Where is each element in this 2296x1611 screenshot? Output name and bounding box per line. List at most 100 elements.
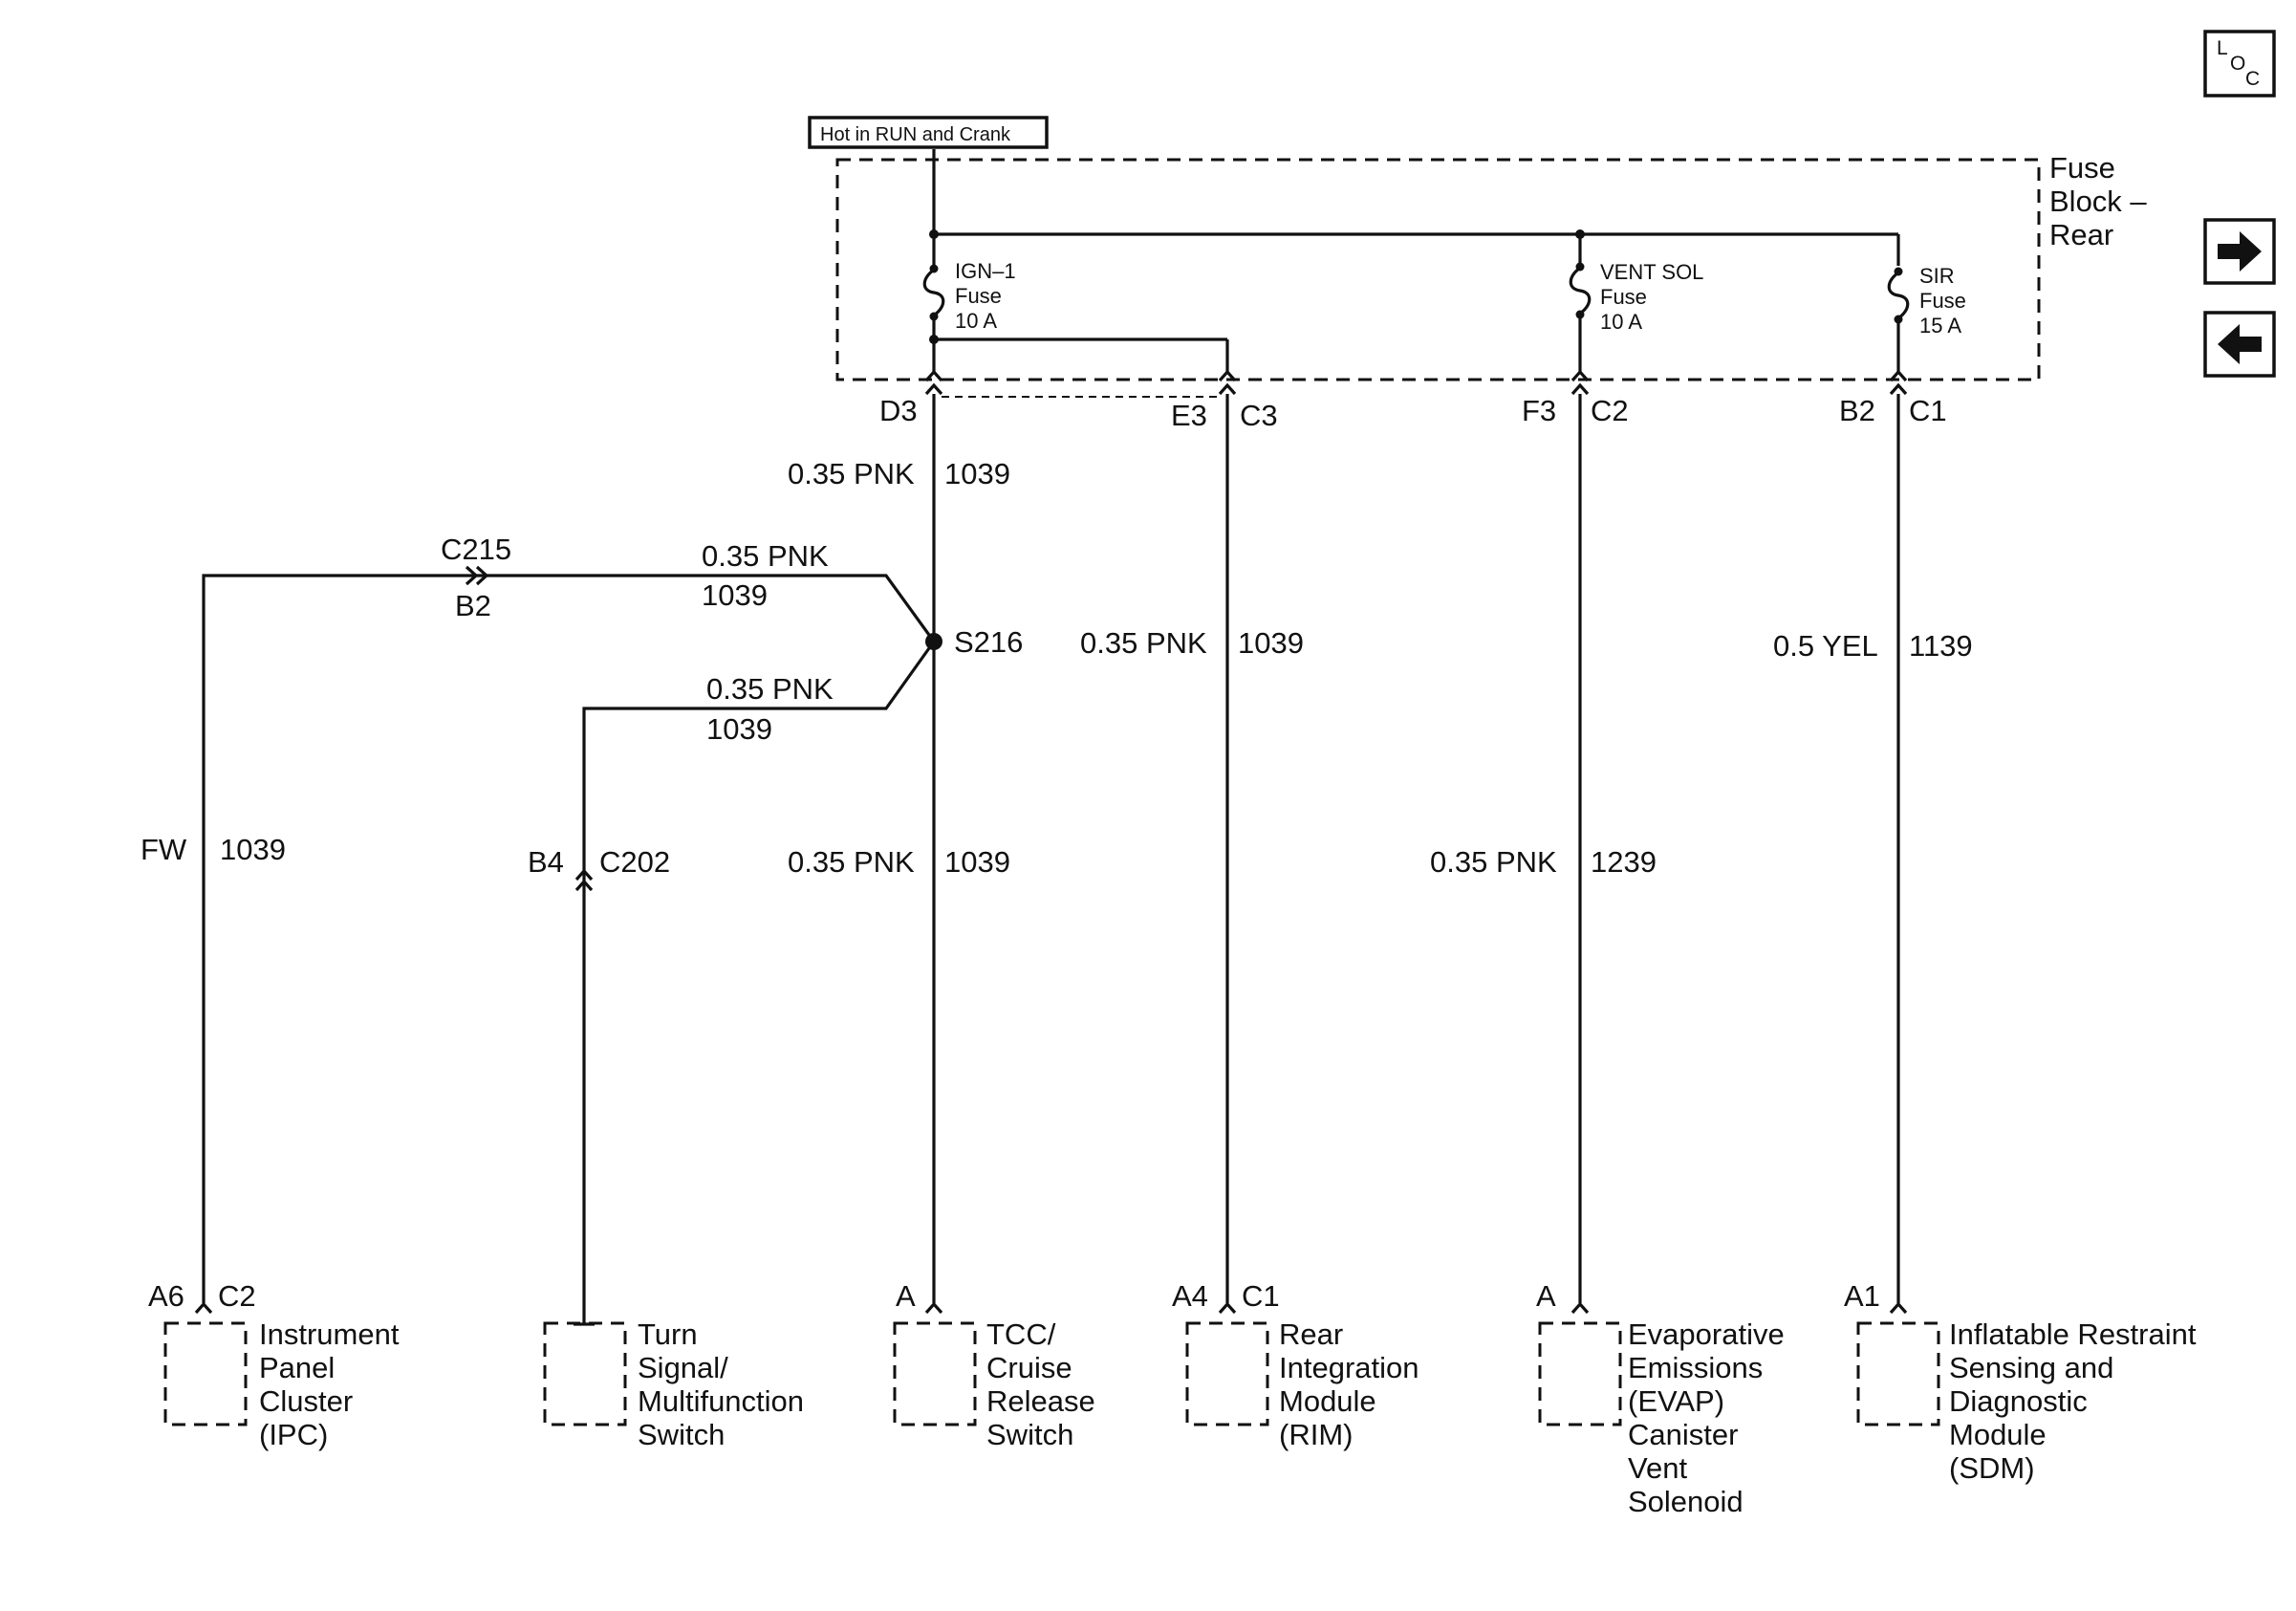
svg-text:Panel: Panel bbox=[259, 1351, 335, 1384]
main-upper-circuit: 1039 bbox=[944, 457, 1010, 490]
ign-1-fuse-rating: 10 A bbox=[955, 309, 997, 333]
svg-text:(SDM): (SDM) bbox=[1949, 1451, 2035, 1485]
rim-wire-circuit: 1039 bbox=[1238, 626, 1304, 660]
main-lower-gauge: 0.35 PNK bbox=[788, 845, 915, 879]
connector-c215-female bbox=[475, 565, 489, 586]
ipc-vertical-circuit: 1039 bbox=[220, 833, 286, 866]
connector-c215-male bbox=[465, 565, 479, 586]
connector-c202-name: C202 bbox=[599, 845, 670, 879]
rim-wire-gauge: 0.35 PNK bbox=[1080, 626, 1207, 660]
tcc-box bbox=[893, 1321, 977, 1426]
power-source-label: Hot in RUN and Crank bbox=[820, 124, 1011, 145]
sir-fuse-rating: 15 A bbox=[1919, 314, 1961, 337]
turn-signal-box bbox=[543, 1321, 627, 1426]
svg-text:(IPC): (IPC) bbox=[259, 1418, 328, 1451]
fuse-block-outline bbox=[835, 158, 2041, 381]
pin-c1: C1 bbox=[1909, 394, 1947, 427]
vent-sol-fuse-word: Fuse bbox=[1600, 285, 1647, 309]
svg-text:Signal/: Signal/ bbox=[638, 1351, 728, 1384]
svg-text:Switch: Switch bbox=[986, 1418, 1073, 1451]
connector-c215-name: C215 bbox=[441, 533, 511, 566]
evap-pin: A bbox=[1536, 1279, 1556, 1313]
svg-text:Block –: Block – bbox=[2049, 185, 2147, 218]
power-source: Hot in RUN and Crank bbox=[808, 116, 1049, 149]
tcc-pin: A bbox=[896, 1279, 916, 1313]
connector-c202-male bbox=[574, 879, 594, 892]
sir-fuse: SIR Fuse 15 A bbox=[1887, 264, 1966, 373]
svg-text:Module: Module bbox=[1949, 1418, 2047, 1451]
loc-letter-l: L bbox=[2217, 37, 2228, 59]
sir-fuse-word: Fuse bbox=[1919, 289, 1966, 313]
ign-1-fuse-name: IGN–1 bbox=[955, 259, 1016, 283]
ipc-vertical-gauge: FW bbox=[141, 833, 187, 866]
rim-pin: A4 bbox=[1172, 1279, 1208, 1313]
loc-letter-c: C bbox=[2245, 68, 2260, 90]
svg-text:Canister: Canister bbox=[1628, 1418, 1738, 1451]
sdm-wire-circuit: 1139 bbox=[1909, 629, 1973, 663]
svg-text:Rear: Rear bbox=[2049, 218, 2113, 251]
ipc-connector: C2 bbox=[218, 1279, 256, 1313]
turn-signal-name: Turn Signal/ Multifunction Switch bbox=[638, 1317, 804, 1451]
loc-letter-o: O bbox=[2230, 53, 2245, 75]
svg-text:Module: Module bbox=[1279, 1384, 1376, 1418]
sir-fuse-name: SIR bbox=[1919, 264, 1955, 288]
connector-c202-female bbox=[574, 868, 594, 882]
svg-text:(RIM): (RIM) bbox=[1279, 1418, 1353, 1451]
svg-text:Multifunction: Multifunction bbox=[638, 1384, 804, 1418]
sdm-pin: A1 bbox=[1844, 1279, 1880, 1313]
wire-turn-signal bbox=[582, 641, 936, 1324]
svg-text:Vent: Vent bbox=[1628, 1451, 1687, 1485]
turn-branch-gauge: 0.35 PNK bbox=[706, 672, 834, 706]
pin-e3: E3 bbox=[1171, 399, 1207, 432]
evap-box bbox=[1538, 1321, 1622, 1426]
ipc-pin: A6 bbox=[148, 1279, 184, 1313]
loc-button[interactable]: L O C bbox=[2203, 30, 2276, 98]
ipc-branch-gauge: 0.35 PNK bbox=[702, 539, 829, 573]
svg-text:Diagnostic: Diagnostic bbox=[1949, 1384, 2088, 1418]
next-page-button[interactable] bbox=[2203, 218, 2276, 285]
prev-page-button[interactable] bbox=[2203, 311, 2276, 378]
rim-box bbox=[1185, 1321, 1269, 1426]
sdm-name: Inflatable Restraint Sensing and Diagnos… bbox=[1949, 1317, 2197, 1485]
splice-label: S216 bbox=[954, 625, 1023, 659]
ipc-box bbox=[163, 1321, 248, 1426]
ipc-name: Instrument Panel Cluster (IPC) bbox=[259, 1317, 400, 1451]
svg-text:Turn: Turn bbox=[638, 1317, 698, 1351]
evap-name: Evaporative Emissions (EVAP) Canister Ve… bbox=[1628, 1317, 1785, 1518]
svg-text:(EVAP): (EVAP) bbox=[1628, 1384, 1724, 1418]
sdm-box bbox=[1856, 1321, 1940, 1426]
svg-text:Emissions: Emissions bbox=[1628, 1351, 1763, 1384]
evap-wire-gauge: 0.35 PNK bbox=[1430, 845, 1557, 879]
svg-text:Release: Release bbox=[986, 1384, 1095, 1418]
pin-f3: F3 bbox=[1522, 394, 1556, 427]
tcc-name: TCC/ Cruise Release Switch bbox=[986, 1317, 1095, 1451]
pin-c3: C3 bbox=[1240, 399, 1278, 432]
ign-1-fuse: IGN–1 Fuse 10 A bbox=[922, 234, 1229, 373]
svg-text:Inflatable Restraint: Inflatable Restraint bbox=[1949, 1317, 2197, 1351]
ipc-branch-circuit: 1039 bbox=[702, 578, 768, 612]
main-lower-circuit: 1039 bbox=[944, 845, 1010, 879]
fuse-block-label: Fuse Block – Rear bbox=[2049, 151, 2147, 251]
rim-name: Rear Integration Module (RIM) bbox=[1279, 1317, 1419, 1451]
svg-text:Instrument: Instrument bbox=[259, 1317, 400, 1351]
svg-text:Cruise: Cruise bbox=[986, 1351, 1072, 1384]
ign-1-fuse-word: Fuse bbox=[955, 284, 1002, 308]
arrow-right-icon bbox=[2218, 231, 2262, 272]
rim-connector: C1 bbox=[1242, 1279, 1280, 1313]
main-upper-gauge: 0.35 PNK bbox=[788, 457, 915, 490]
sdm-wire-gauge: 0.5 YEL bbox=[1773, 629, 1878, 663]
fuse-block-terminals bbox=[924, 369, 1908, 396]
connector-c202-pin: B4 bbox=[528, 845, 564, 879]
vent-sol-fuse: VENT SOL Fuse 10 A bbox=[1569, 260, 1703, 373]
svg-text:Fuse: Fuse bbox=[2049, 151, 2115, 185]
svg-text:Evaporative: Evaporative bbox=[1628, 1317, 1785, 1351]
turn-branch-circuit: 1039 bbox=[706, 712, 772, 746]
pin-b2: B2 bbox=[1839, 394, 1875, 427]
svg-text:Sensing and: Sensing and bbox=[1949, 1351, 2113, 1384]
svg-text:Integration: Integration bbox=[1279, 1351, 1419, 1384]
pin-c2: C2 bbox=[1591, 394, 1629, 427]
svg-text:Solenoid: Solenoid bbox=[1628, 1485, 1744, 1518]
svg-text:Switch: Switch bbox=[638, 1418, 725, 1451]
arrow-left-icon bbox=[2218, 324, 2262, 364]
pin-d3: D3 bbox=[879, 394, 918, 427]
